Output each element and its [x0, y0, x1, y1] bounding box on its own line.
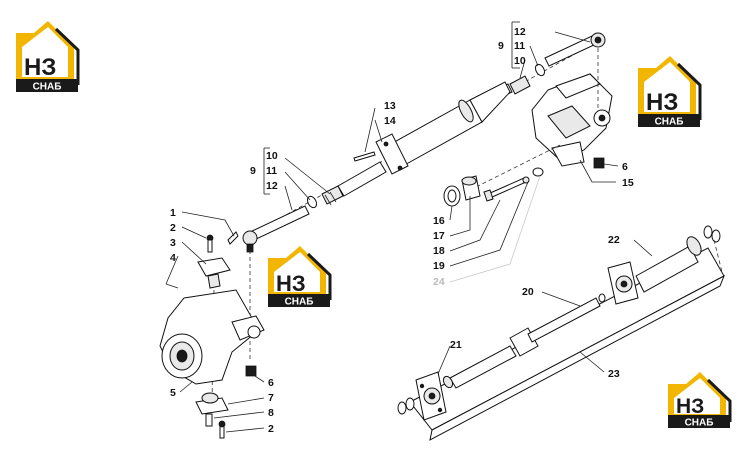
callout-1: 1	[170, 207, 176, 219]
logo-caption: СНАБ	[685, 418, 714, 429]
callout-12: 12	[266, 180, 278, 192]
callout-2: 2	[170, 222, 176, 234]
axle-beam	[397, 225, 725, 441]
logo-bottom-right: НЗ СНАБ	[668, 372, 732, 429]
callout-6: 6	[622, 161, 628, 173]
callout-19: 19	[433, 260, 445, 272]
logo-caption: СНАБ	[655, 117, 684, 128]
logo-mark: НЗ	[646, 89, 678, 116]
callout-17: 17	[433, 230, 445, 242]
callout-labels: 12 9 11 10 13 14 10 9 11 12 6 15 16 17 1…	[170, 26, 634, 435]
callout-21: 21	[450, 339, 462, 351]
callout-6: 6	[268, 377, 274, 389]
logo-caption: СНАБ	[33, 82, 62, 93]
callout-11: 11	[514, 40, 525, 52]
loose-parts	[443, 167, 544, 207]
callout-15: 15	[622, 177, 634, 189]
callout-4: 4	[170, 252, 176, 264]
logo-mark: НЗ	[676, 395, 704, 418]
callout-23: 23	[608, 368, 620, 380]
logo-top-right: НЗ СНАБ	[638, 56, 702, 128]
right-knuckle	[469, 48, 613, 191]
callout-10: 10	[266, 150, 278, 162]
callout-11: 11	[266, 165, 277, 177]
tie-rod-assembly	[242, 32, 606, 253]
callout-12: 12	[514, 26, 526, 38]
logo-mark: НЗ	[276, 271, 306, 296]
callout-22: 22	[608, 234, 620, 246]
logo-top-left: НЗ СНАБ	[16, 21, 80, 93]
callout-5: 5	[170, 387, 176, 399]
callout-3: 3	[170, 237, 176, 249]
callout-8: 8	[268, 407, 274, 419]
callout-14: 14	[384, 115, 396, 127]
logo-center: НЗ СНАБ	[268, 246, 332, 308]
left-knuckle	[159, 231, 265, 439]
callout-2: 2	[268, 423, 274, 435]
leader-lines	[165, 21, 653, 433]
logo-caption: СНАБ	[285, 297, 314, 308]
logo-mark: НЗ	[24, 54, 56, 81]
callout-13: 13	[384, 100, 396, 112]
callout-24: 24	[433, 276, 445, 288]
callout-10: 10	[514, 55, 526, 67]
callout-20: 20	[522, 286, 534, 298]
callout-9: 9	[498, 40, 504, 52]
callout-18: 18	[433, 245, 445, 257]
callout-16: 16	[433, 215, 445, 227]
callout-7: 7	[268, 392, 274, 404]
callout-9: 9	[250, 165, 256, 177]
